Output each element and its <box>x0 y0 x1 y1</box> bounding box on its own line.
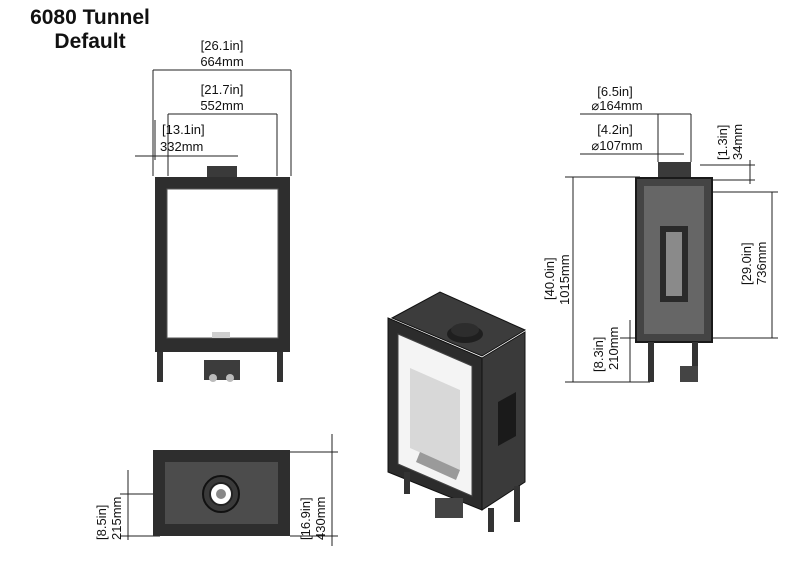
side-view: [6.5in] ⌀164mm [4.2in] ⌀107mm [1.3in] 34… <box>542 84 778 383</box>
flue-offset-mm-label: 332mm <box>160 139 203 154</box>
iso-leg-3 <box>514 486 520 522</box>
iso-control-valve <box>435 498 463 518</box>
iso-leg-2 <box>488 508 494 532</box>
title-line-1: 6080 Tunnel <box>30 6 150 29</box>
iso-flue-top <box>451 323 479 337</box>
front-flue-collar <box>207 166 237 178</box>
iso-burner <box>416 452 460 480</box>
iso-firebox-rear <box>410 368 460 470</box>
side-flue-collar <box>658 162 691 180</box>
total-height-in-label: [40.0in] <box>542 257 557 300</box>
flue-outer-mm-label: ⌀164mm <box>591 98 642 113</box>
depth-in-label: [16.9in] <box>298 497 313 540</box>
iso-side-vent <box>498 392 516 446</box>
flue-height-mm-label: 34mm <box>730 124 745 160</box>
overall-width-in-label: [26.1in] <box>201 38 244 53</box>
side-vent-grille <box>666 232 682 296</box>
front-burner-hint <box>212 332 230 338</box>
inner-width-mm-label: 552mm <box>200 98 243 113</box>
flue-outer-in-label: [6.5in] <box>597 84 632 99</box>
side-rear-leg <box>692 342 698 372</box>
front-view: [26.1in] 664mm [21.7in] 552mm [13.1in] 3… <box>135 38 292 382</box>
front-valve-knob <box>209 374 217 382</box>
overall-width-mm-label: 664mm <box>200 54 243 69</box>
front-left-leg <box>157 352 163 382</box>
flue-offset-in-label: [13.1in] <box>162 122 205 137</box>
body-height-mm-label: 736mm <box>754 242 769 285</box>
side-control-valve <box>680 366 698 382</box>
front-valve-knob-2 <box>226 374 234 382</box>
total-height-mm-label: 1015mm <box>557 254 572 305</box>
inner-width-in-label: [21.7in] <box>201 82 244 97</box>
flue-inner-mm-label: ⌀107mm <box>591 138 642 153</box>
diagram-title: 6080 Tunnel Default <box>10 6 170 54</box>
body-height-in-label: [29.0in] <box>739 242 754 285</box>
top-view: [16.9in] 430mm [8.5in] 215mm <box>94 434 338 546</box>
leg-height-mm-label: 210mm <box>606 327 621 370</box>
top-flue-center <box>216 489 226 499</box>
isometric-view <box>387 291 527 532</box>
front-glass-window <box>166 188 279 339</box>
iso-leg-1 <box>404 472 410 494</box>
flue-height-in-label: [1.3in] <box>715 125 730 160</box>
flue-center-in-label: [8.5in] <box>94 505 109 540</box>
front-right-leg <box>277 352 283 382</box>
leg-height-in-label: [8.3in] <box>591 337 606 372</box>
title-line-2: Default <box>54 30 126 53</box>
depth-mm-label: 430mm <box>313 497 328 540</box>
flue-center-mm-label: 215mm <box>109 497 124 540</box>
flue-inner-in-label: [4.2in] <box>597 122 632 137</box>
side-front-leg <box>648 342 654 382</box>
